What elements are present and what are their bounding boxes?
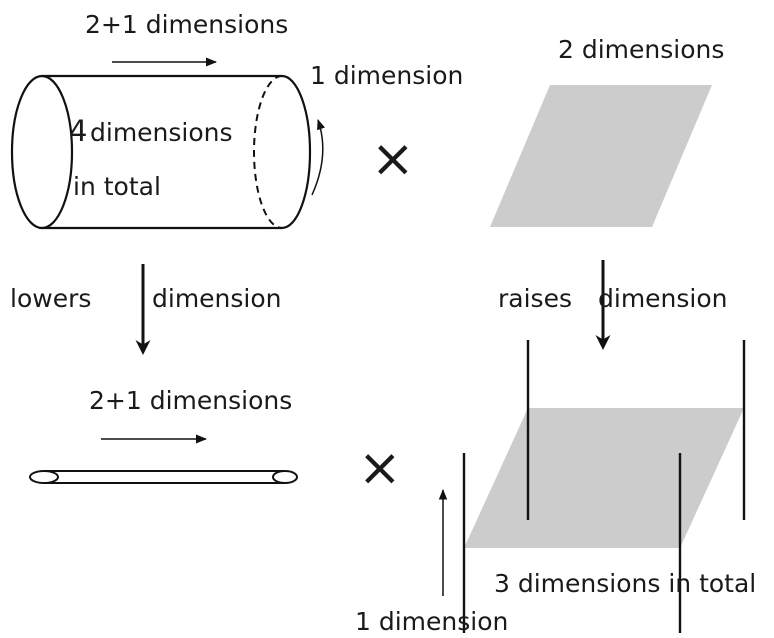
total-3d-label: 3 dimensions in total — [494, 569, 756, 598]
raises-arrow-group: raises dimension — [498, 260, 728, 350]
times-sign-top: × — [371, 129, 415, 189]
lowers-label: lowers — [10, 284, 91, 313]
total-label-line1: dimensions — [90, 118, 233, 147]
lowers-dimension-label: dimension — [152, 284, 282, 313]
top-time-label: 2+1 dimensions — [85, 10, 288, 39]
cylinder-group: 2+1 dimensions 1 dimension 4 dimensions … — [10, 10, 463, 230]
plane-3d — [464, 408, 744, 548]
raises-label: raises — [498, 284, 572, 313]
thin-cylinder-group: 2+1 dimensions — [29, 386, 298, 484]
total-label-line2: in total — [73, 172, 161, 201]
lowers-arrow-group: lowers dimension — [10, 264, 282, 355]
bottom-time-label: 2+1 dimensions — [89, 386, 292, 415]
cylinder-right-end-back — [253, 75, 283, 229]
circle-dimension-label: 1 dimension — [310, 61, 463, 90]
thin-cylinder-right-end — [272, 470, 298, 484]
plane-2d — [490, 85, 712, 227]
plane-group: 2 dimensions — [490, 35, 724, 227]
circle-rotation-arrow — [311, 119, 326, 196]
total-number: 4 — [69, 114, 87, 148]
raises-dimension-label: dimension — [598, 284, 728, 313]
extra-dimension-label: 1 dimension — [355, 607, 508, 636]
cylinder-right-end-front — [281, 74, 312, 230]
cylinder-left-end — [10, 74, 74, 230]
thin-cylinder-left-end — [29, 470, 59, 484]
times-sign-bottom: × — [358, 438, 402, 498]
plane-dimension-label: 2 dimensions — [558, 35, 724, 64]
extended-plane-group: 3 dimensions in total 1 dimension — [355, 340, 756, 636]
